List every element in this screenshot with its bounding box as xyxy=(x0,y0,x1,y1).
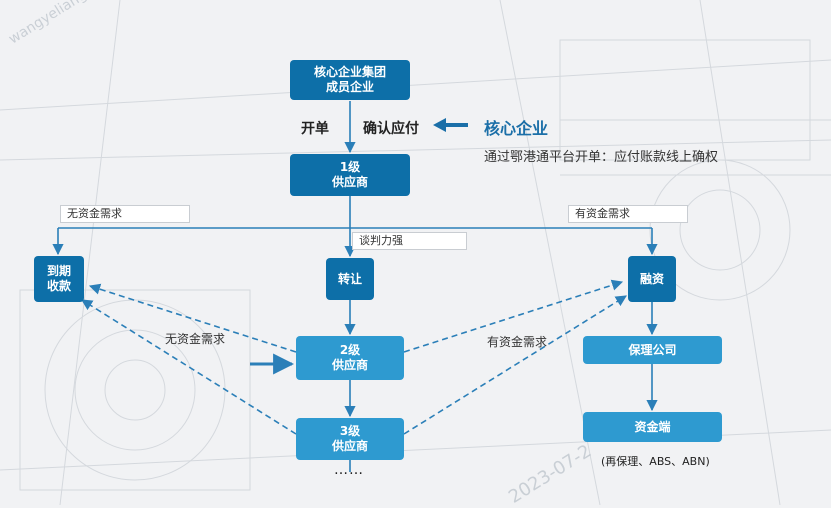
node-maturity-collection: 到期 收款 xyxy=(34,256,84,302)
node-funding-label: 资金端 xyxy=(634,419,671,434)
node-funding-side: 资金端 xyxy=(583,412,722,442)
node-core-group-line2: 成员企业 xyxy=(325,80,374,94)
node-factoring-company: 保理公司 xyxy=(583,336,722,364)
label-refactoring-note: (再保理、ABS、ABN) xyxy=(601,455,710,468)
node-tier3-line2: 供应商 xyxy=(331,439,368,453)
node-factoring-label: 保理公司 xyxy=(628,342,677,357)
node-financing: 融资 xyxy=(628,256,676,302)
node-maturity-line1: 到期 xyxy=(46,264,71,278)
node-tier2-line2: 供应商 xyxy=(331,358,368,372)
label-open-bill: 开单 xyxy=(301,121,329,137)
dashed-tier3-to-maturity xyxy=(81,299,297,435)
tag-funding-need-top: 有资金需求 xyxy=(568,205,688,223)
node-transfer-label: 转让 xyxy=(337,271,362,286)
node-tier1-supplier: 1级 供应商 xyxy=(290,154,410,196)
node-financing-label: 融资 xyxy=(639,271,664,286)
node-core-group: 核心企业集团 成员企业 xyxy=(290,60,410,100)
label-confirm-payable: 确认应付 xyxy=(363,121,419,137)
label-ellipsis: …… xyxy=(334,462,364,478)
node-tier1-line1: 1级 xyxy=(339,160,361,174)
tag-strong-negotiation: 谈判力强 xyxy=(352,232,467,250)
node-tier2-supplier: 2级 供应商 xyxy=(296,336,404,380)
label-funding-need-mid: 有资金需求 xyxy=(487,335,548,349)
label-platform-note: 通过鄂港通平台开单：应付账款线上确权 xyxy=(484,150,719,165)
tag-no-funding-need-top: 无资金需求 xyxy=(60,205,190,223)
dashed-tier3-to-financing xyxy=(403,295,627,435)
node-maturity-line2: 收款 xyxy=(46,279,71,293)
node-tier3-line1: 3级 xyxy=(339,424,361,438)
dashed-tier2-to-financing xyxy=(403,279,624,353)
label-core-enterprise: 核心企业 xyxy=(484,119,549,138)
node-transfer: 转让 xyxy=(326,258,374,300)
node-tier2-line1: 2级 xyxy=(339,343,361,357)
node-core-group-line1: 核心企业集团 xyxy=(313,65,386,79)
node-tier3-supplier: 3级 供应商 xyxy=(296,418,404,460)
node-tier1-line2: 供应商 xyxy=(331,175,368,189)
label-no-funding-need-mid: 无资金需求 xyxy=(165,332,226,346)
dashed-tier2-to-maturity xyxy=(88,283,297,353)
